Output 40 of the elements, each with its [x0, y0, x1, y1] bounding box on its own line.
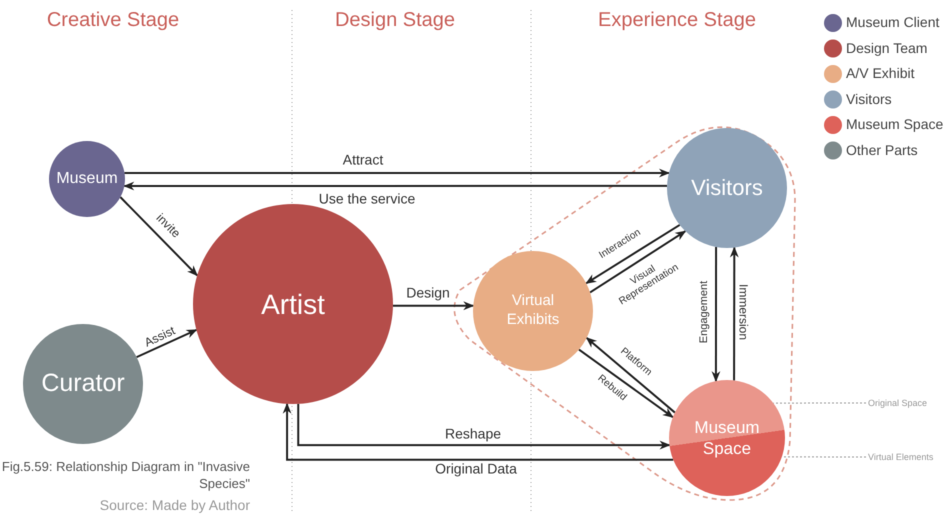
edge-label: Attract	[340, 152, 386, 168]
arrow	[297, 404, 671, 450]
arrow	[586, 337, 676, 414]
stage-heading: Experience Stage	[598, 9, 756, 32]
node-label: Artist	[261, 288, 325, 322]
arrow	[136, 328, 198, 358]
arrow	[120, 196, 198, 276]
arrow	[730, 246, 739, 380]
arrow	[585, 224, 680, 284]
node-label: Curator	[41, 368, 125, 400]
annotation-text: Virtual Elements	[868, 450, 934, 464]
legend-label: Museum Space	[846, 116, 944, 132]
edge-label: Use the service	[316, 191, 418, 207]
stage-heading: Creative Stage	[46, 9, 180, 32]
edge-label: Design	[404, 285, 452, 301]
node-label: Museum	[56, 169, 118, 189]
edge-label: Original Data	[433, 461, 519, 477]
leader-line	[772, 402, 866, 404]
arrow	[712, 247, 720, 382]
legend-label: Museum Client	[846, 14, 940, 30]
figure-caption: Fig.5.59: Relationship Diagram in "Invasive Species"	[0, 459, 250, 493]
legend-label: Other Parts	[846, 142, 918, 158]
legend-label: A/V Exhibit	[846, 65, 914, 81]
stage-heading: Design Stage	[334, 9, 456, 32]
edge-label: Immersion	[736, 282, 750, 342]
node-label: Virtual Exhibits	[506, 292, 560, 330]
source-note: Source: Made by Author	[100, 497, 250, 513]
arrow	[124, 168, 670, 178]
arrow	[578, 348, 674, 418]
legend-label: Visitors	[846, 90, 892, 106]
leader-line	[781, 456, 866, 458]
node-label: Visitors	[691, 174, 763, 202]
node-label: Museum Space	[693, 416, 761, 460]
arrow	[392, 301, 474, 310]
arrow	[282, 402, 674, 461]
annotation-text: Original Space	[868, 396, 928, 410]
edge-label: Engagement	[698, 278, 710, 346]
arrow	[590, 230, 686, 294]
arrow	[123, 182, 668, 190]
legend-label: Design Team	[846, 40, 928, 56]
